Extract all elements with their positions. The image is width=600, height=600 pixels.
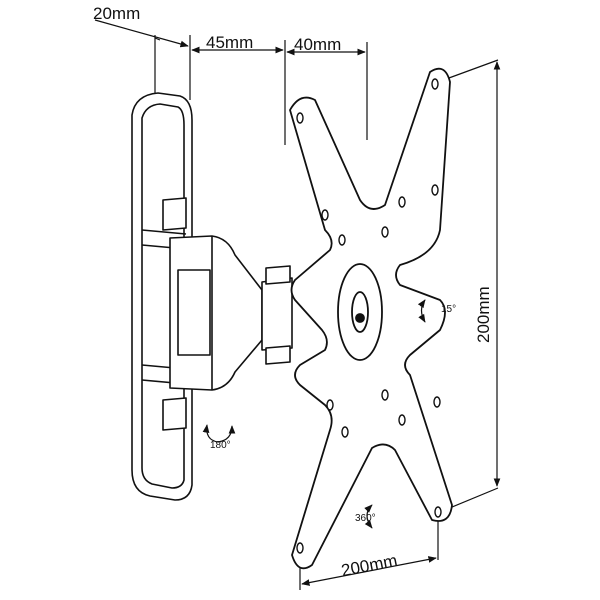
wall-depth-label: 20mm	[93, 4, 141, 23]
tilt-angle-label: 15°	[441, 304, 457, 315]
wall-plate	[131, 92, 193, 501]
vesa-vertical-label: 200mm	[474, 286, 493, 343]
rotate-rotation-arrow	[364, 504, 373, 529]
swivel-arm	[169, 235, 293, 391]
swivel-rotation-arrow	[202, 424, 236, 443]
swivel-angle-label: 180°	[210, 440, 231, 451]
tilt-rotation-arrow	[417, 299, 426, 323]
arm-depth-label: 45mm	[206, 33, 254, 52]
top-dimension-lines	[94, 19, 368, 145]
vesa-plate	[289, 67, 453, 570]
rotate-angle-label: 360°	[355, 513, 376, 524]
plate-depth-label: 40mm	[294, 35, 342, 54]
